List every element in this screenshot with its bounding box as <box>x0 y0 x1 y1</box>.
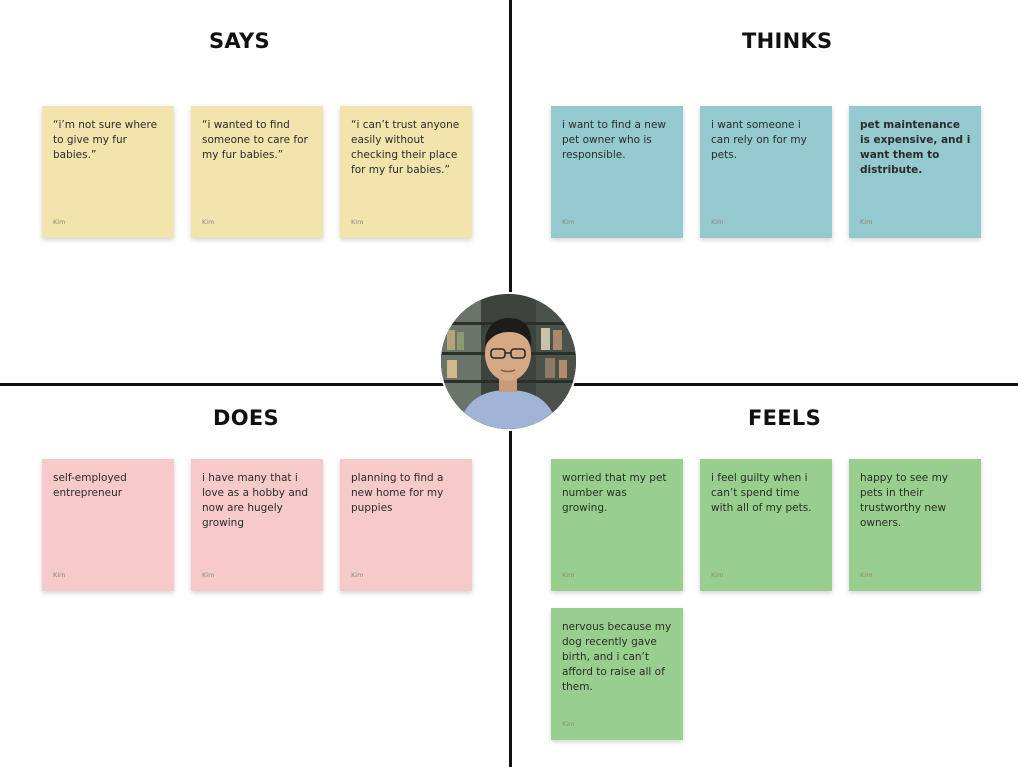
note-text: i have many that i love as a hobby and n… <box>202 472 309 529</box>
note-author: Kim <box>860 218 873 226</box>
sticky-note[interactable]: happy to see my pets in their trustworth… <box>849 459 981 591</box>
note-author: Kim <box>53 571 66 579</box>
note-text: happy to see my pets in their trustworth… <box>860 472 949 529</box>
note-author: Kim <box>711 218 724 226</box>
user-avatar <box>439 292 578 431</box>
note-author: Kim <box>351 571 364 579</box>
quadrant-title-feels: FEELS <box>748 406 822 430</box>
sticky-note[interactable]: self-employed entrepreneur Kim <box>42 459 174 591</box>
note-text: “i can’t trust anyone easily without che… <box>351 119 460 176</box>
note-author: Kim <box>562 571 575 579</box>
quadrant-feels: FEELS worried that my pet number was gro… <box>512 386 1018 767</box>
quadrant-does: DOES self-employed entrepreneur Kim i ha… <box>0 386 509 767</box>
sticky-note[interactable]: planning to find a new home for my puppi… <box>340 459 472 591</box>
note-text: nervous because my dog recently gave bir… <box>562 621 672 693</box>
quadrant-title-says: SAYS <box>209 29 270 53</box>
sticky-note[interactable]: worried that my pet number was growing. … <box>551 459 683 591</box>
quadrant-title-does: DOES <box>213 406 279 430</box>
note-author: Kim <box>202 218 215 226</box>
note-author: Kim <box>351 218 364 226</box>
note-author: Kim <box>202 571 215 579</box>
note-author: Kim <box>562 218 575 226</box>
sticky-note[interactable]: nervous because my dog recently gave bir… <box>551 608 683 740</box>
quadrant-title-thinks: THINKS <box>742 29 833 53</box>
sticky-note[interactable]: “i can’t trust anyone easily without che… <box>340 106 472 238</box>
note-text: worried that my pet number was growing. <box>562 472 667 514</box>
sticky-note[interactable]: i want to find a new pet owner who is re… <box>551 106 683 238</box>
note-text: “i’m not sure where to give my fur babie… <box>53 119 158 161</box>
note-author: Kim <box>860 571 873 579</box>
note-text: i want someone i can rely on for my pets… <box>711 119 807 161</box>
note-text: self-employed entrepreneur <box>53 472 127 499</box>
note-text: pet maintenance is expensive, and i want… <box>860 119 971 176</box>
sticky-note[interactable]: “i wanted to find someone to care for my… <box>191 106 323 238</box>
sticky-note[interactable]: i want someone i can rely on for my pets… <box>700 106 832 238</box>
note-text: “i wanted to find someone to care for my… <box>202 119 308 161</box>
note-text: planning to find a new home for my puppi… <box>351 472 444 514</box>
note-author: Kim <box>562 720 575 728</box>
quadrant-says: SAYS “i’m not sure where to give my fur … <box>0 0 509 383</box>
note-text: i want to find a new pet owner who is re… <box>562 119 667 161</box>
note-author: Kim <box>53 218 66 226</box>
user-avatar-icon <box>441 294 576 429</box>
note-author: Kim <box>711 571 724 579</box>
sticky-note[interactable]: pet maintenance is expensive, and i want… <box>849 106 981 238</box>
note-text: i feel guilty when i can’t spend time wi… <box>711 472 812 514</box>
sticky-note[interactable]: i feel guilty when i can’t spend time wi… <box>700 459 832 591</box>
quadrant-thinks: THINKS i want to find a new pet owner wh… <box>512 0 1018 383</box>
sticky-note[interactable]: i have many that i love as a hobby and n… <box>191 459 323 591</box>
sticky-note[interactable]: “i’m not sure where to give my fur babie… <box>42 106 174 238</box>
